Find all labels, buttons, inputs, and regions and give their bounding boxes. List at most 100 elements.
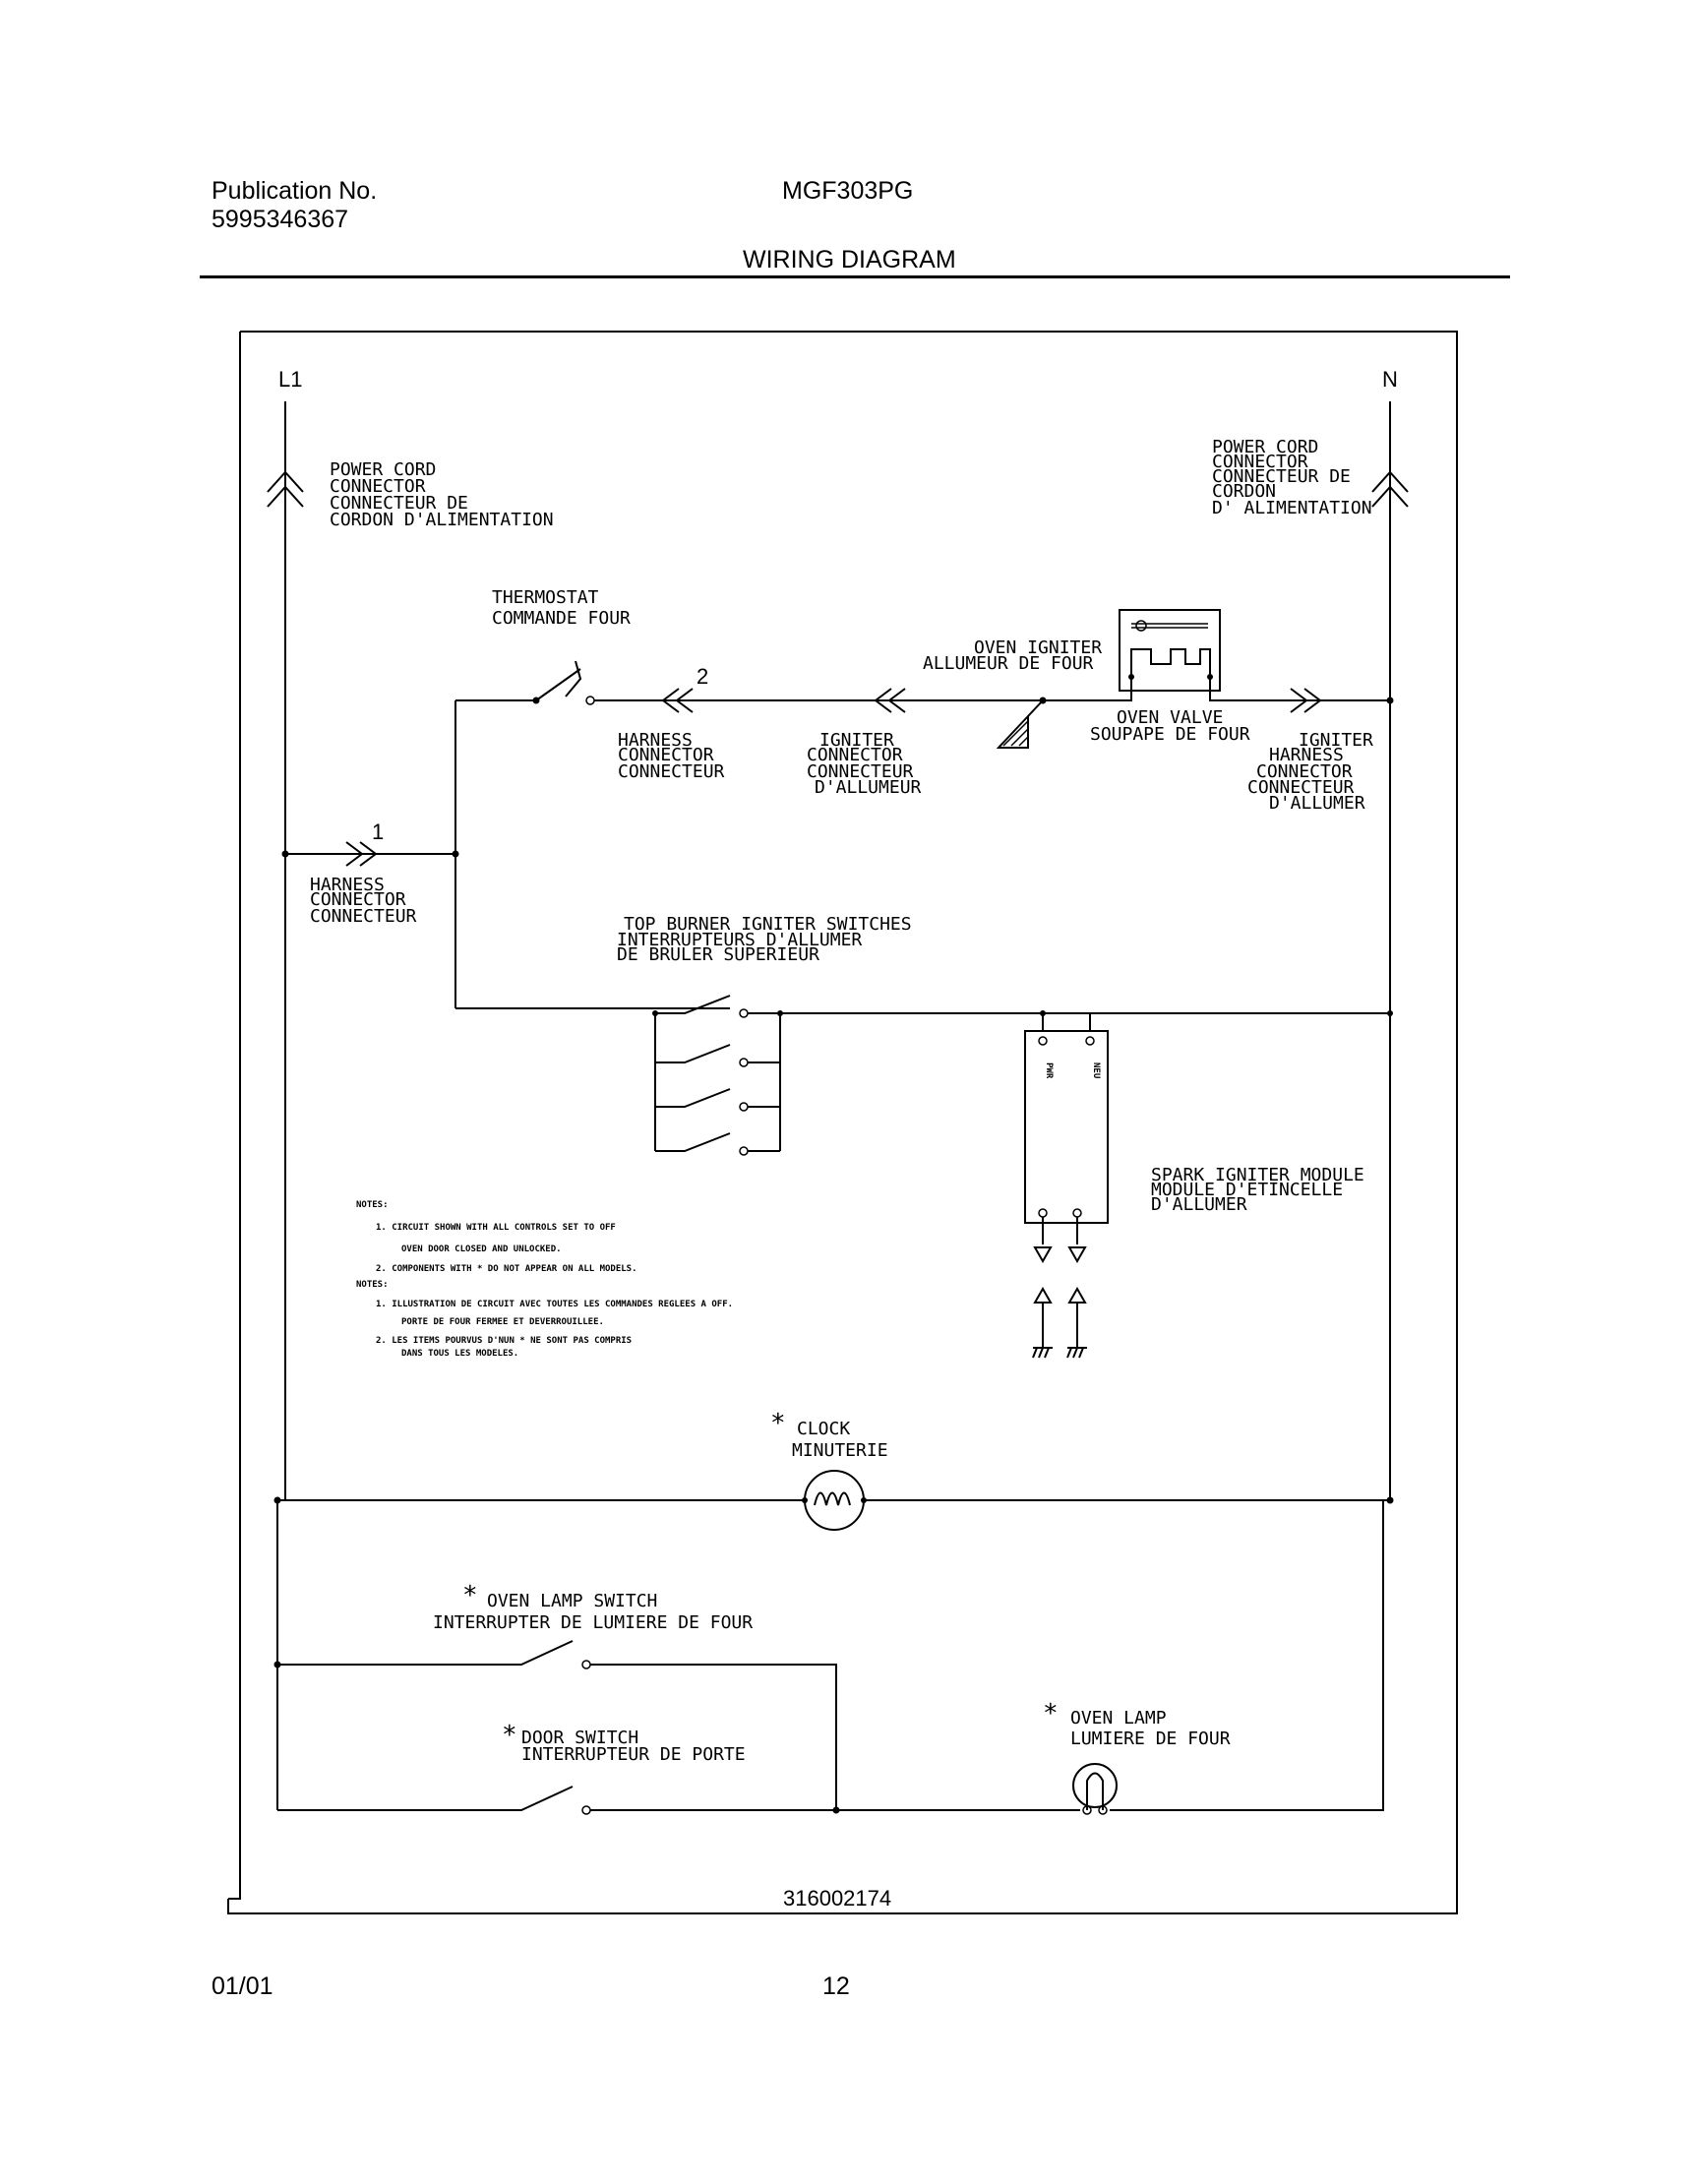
svg-text:OVEN DOOR CLOSED AND UNLOCKED.: OVEN DOOR CLOSED AND UNLOCKED. [401, 1244, 562, 1254]
right-cord-connector-icon [1371, 470, 1409, 508]
junction-dot [1386, 697, 1394, 704]
switch-contact [585, 696, 595, 705]
valve-coil-end [1135, 620, 1147, 632]
module-terminal [1085, 1036, 1095, 1046]
svg-text:D' ALIMENTATION: D' ALIMENTATION [1212, 498, 1372, 518]
svg-text:INTERRUPTEURS D'ALLUMER: INTERRUPTEURS D'ALLUMER [617, 930, 862, 950]
svg-text:CONNECTOR: CONNECTOR [1256, 761, 1353, 782]
top-burner-label: TOP BURNER IGNITER SWITCHES INTERRUPTEUR… [617, 914, 912, 965]
svg-text:D'ALLUMER: D'ALLUMER [1151, 1194, 1247, 1215]
svg-text:TOP BURNER IGNITER SWITCHES: TOP BURNER IGNITER SWITCHES [624, 914, 912, 935]
harness-connector-2-icon [661, 688, 694, 713]
valve-coil-lines [1131, 623, 1208, 629]
module-terminal-pwr: PWR [1044, 1062, 1054, 1079]
svg-text:2. LES ITEMS POURVUS D'NUN *: 2. LES ITEMS POURVUS D'NUN * NE SONT PAS… [376, 1336, 632, 1346]
oven-valve-icon [1119, 609, 1221, 692]
lamp-switch-asterisk: * [462, 1581, 478, 1610]
harness-connector-1-icon [345, 841, 378, 867]
clock-terminal [802, 1497, 808, 1503]
junction-dot [652, 1010, 658, 1016]
valve-wires [1043, 677, 1390, 701]
svg-text:COMMANDE FOUR: COMMANDE FOUR [492, 608, 631, 629]
footer-date: 01/01 [212, 1972, 273, 2000]
svg-text:CONNECTEUR: CONNECTEUR [618, 761, 725, 782]
header-rule [200, 275, 1510, 278]
svg-text:INTERRUPTEUR DE PORTE: INTERRUPTEUR DE PORTE [521, 1744, 746, 1765]
svg-text:DOOR SWITCH: DOOR SWITCH [521, 1728, 638, 1748]
svg-text:CONNECTOR: CONNECTOR [807, 745, 903, 765]
svg-text:CLOCK: CLOCK [797, 1419, 850, 1439]
svg-text:LUMIERE DE FOUR: LUMIERE DE FOUR [1070, 1729, 1231, 1749]
section-title: WIRING DIAGRAM [743, 246, 956, 273]
part-number: 316002174 [783, 1886, 891, 1911]
lamp-filament [1086, 1772, 1104, 1810]
svg-text:HARNESS: HARNESS [1269, 745, 1344, 765]
oven-lamp-icon [1072, 1763, 1118, 1808]
svg-text:ALLUMEUR DE FOUR: ALLUMEUR DE FOUR [923, 653, 1094, 674]
svg-text:SOUPAPE DE FOUR: SOUPAPE DE FOUR [1090, 724, 1250, 745]
thermostat-label: THERMOSTAT COMMANDE FOUR [492, 587, 631, 629]
clock-asterisk: * [770, 1409, 786, 1438]
oven-lamp-label: OVEN LAMP LUMIERE DE FOUR [1070, 1708, 1231, 1749]
ground-icon [1032, 1347, 1087, 1359]
line-n-label: N [1382, 367, 1398, 392]
junction-dot [1387, 1010, 1393, 1016]
clock-motor-icon [804, 1470, 865, 1531]
svg-text:D'ALLUMEUR: D'ALLUMEUR [815, 777, 922, 798]
svg-text:OVEN VALVE: OVEN VALVE [1117, 707, 1223, 728]
spark-electrode-icon [1033, 1286, 1087, 1304]
module-supply-wire [780, 1012, 1390, 1031]
svg-text:NOTES:: NOTES: [356, 1200, 389, 1210]
clock-coil [814, 1491, 851, 1506]
clock-label: CLOCK MINUTERIE [792, 1419, 888, 1461]
igniter-harness-connector-label: IGNITER HARNESS CONNECTOR CONNECTEUR D'A… [1247, 730, 1373, 814]
publication-label: Publication No. [212, 177, 378, 205]
page-number: 12 [822, 1972, 850, 2000]
svg-text:MINUTERIE: MINUTERIE [792, 1440, 888, 1461]
svg-text:POWER CORD: POWER CORD [1212, 437, 1318, 457]
spark-leads [1042, 1217, 1078, 1244]
svg-text:OVEN LAMP SWITCH: OVEN LAMP SWITCH [487, 1591, 657, 1611]
spark-electrode-icon [1033, 1246, 1087, 1264]
left-cord-connector-icon [267, 470, 304, 508]
svg-text:CONNECTEUR: CONNECTEUR [807, 761, 914, 782]
harness-connector-left-label: HARNESS CONNECTOR CONNECTEUR [310, 875, 417, 927]
door-switch-asterisk: * [502, 1721, 517, 1750]
svg-text:MODULE D'ETINCELLE: MODULE D'ETINCELLE [1151, 1180, 1343, 1200]
line-l1-label: L1 [278, 367, 302, 392]
connector-1-label: 1 [372, 819, 384, 844]
connector-2-label: 2 [697, 664, 708, 689]
svg-text:CONNECTOR: CONNECTOR [1212, 452, 1308, 472]
svg-text:HARNESS: HARNESS [618, 730, 693, 751]
svg-text:IGNITER: IGNITER [819, 730, 894, 751]
svg-text:CONNECTEUR DE: CONNECTEUR DE [330, 493, 468, 514]
igniter-harness-connector-icon [1290, 688, 1322, 713]
lamp-terminal [1098, 1805, 1108, 1815]
lamp-terminal [1082, 1805, 1092, 1815]
svg-text:D'ALLUMER: D'ALLUMER [1269, 793, 1365, 814]
module-terminal [1038, 1208, 1048, 1218]
harness-connector-top-label: HARNESS CONNECTOR CONNECTEUR [618, 730, 725, 782]
svg-text:IGNITER: IGNITER [1299, 730, 1373, 751]
svg-text:OVEN LAMP: OVEN LAMP [1070, 1708, 1167, 1729]
svg-text:CONNECTOR: CONNECTOR [330, 476, 426, 497]
publication-number: 5995346367 [212, 206, 349, 233]
oven-igniter-label: OVEN IGNITER ALLUMEUR DE FOUR [923, 637, 1102, 674]
door-switch-icon [277, 1786, 574, 1811]
clock-terminal [861, 1497, 867, 1503]
svg-text:INTERRUPTER DE LUMIERE DE FOUR: INTERRUPTER DE LUMIERE DE FOUR [433, 1612, 753, 1633]
notes: NOTES: 1. CIRCUIT SHOWN WITH ALL CONTROL… [356, 1200, 733, 1359]
junction-dot [1386, 1496, 1394, 1504]
junction-dot [281, 850, 289, 858]
left-cord-label: POWER CORD CONNECTOR CONNECTEUR DE CORDO… [330, 459, 554, 530]
junction-dot [1040, 1010, 1046, 1016]
module-terminal-neu: NEU [1091, 1062, 1101, 1078]
svg-text:CONNECTOR: CONNECTOR [618, 745, 714, 765]
svg-text:1. CIRCUIT SHOWN WITH ALL CON: 1. CIRCUIT SHOWN WITH ALL CONTROLS SET T… [376, 1223, 616, 1233]
svg-text:HARNESS: HARNESS [310, 875, 385, 895]
svg-text:PORTE DE FOUR FERMEE ET DEVERR: PORTE DE FOUR FERMEE ET DEVERROUILLEE. [401, 1317, 604, 1327]
switch-contact [581, 1805, 591, 1815]
svg-text:OVEN IGNITER: OVEN IGNITER [974, 637, 1102, 658]
top-burner-switch-bank [655, 995, 780, 1156]
